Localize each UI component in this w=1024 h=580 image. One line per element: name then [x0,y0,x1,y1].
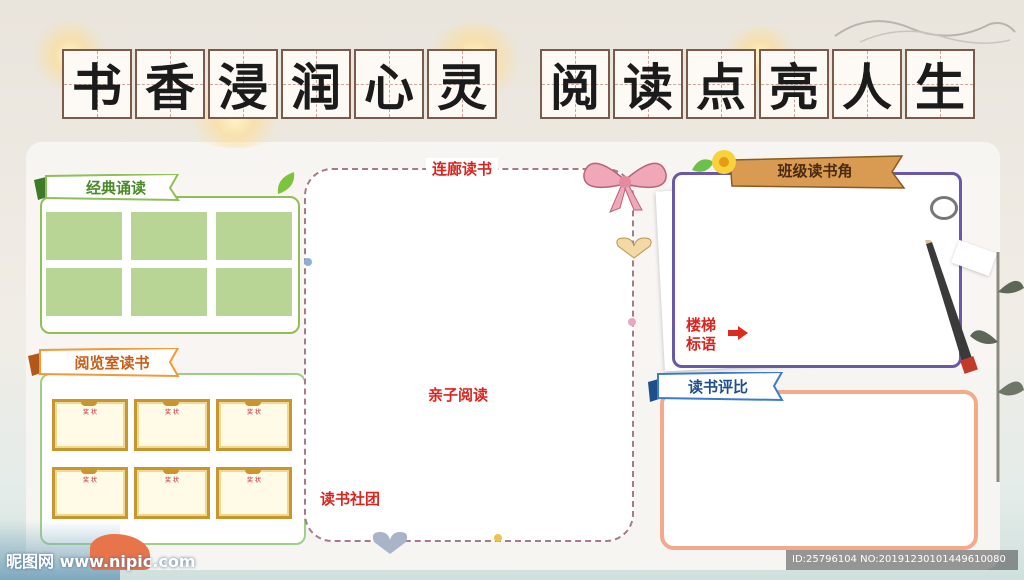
club-label: 读书社团 [320,490,381,508]
classic-label: 经典诵读 [85,178,146,197]
classic-ribbon [34,174,180,202]
dot-decoration [494,534,502,542]
certificate: 奖 状 [216,399,292,451]
certificate: 奖 状 [52,399,128,451]
class-corner-plank [729,155,906,189]
class-corner-panel [672,172,962,368]
reading-room-ribbon [28,348,180,378]
title-char: 阅 [540,49,610,119]
title-char: 润 [281,49,351,119]
arrow-right-icon [728,326,748,340]
id-text: ID:25796104 NO:20191230101449610080 [792,554,1006,565]
corridor-label: 连廊读书 [426,158,499,179]
watermark-text: 昵图网 www.nipic.com [6,552,196,571]
reading-room-label: 阅览室读书 [74,353,150,372]
photo-slot [46,268,122,316]
bow-icon [583,162,667,213]
pencil-icon [925,240,978,374]
photo-slot [131,268,207,316]
certificate: 奖 状 [134,467,210,519]
clip-icon [930,196,958,220]
review-ribbon [648,372,784,402]
photo-slot [131,212,207,260]
title-char: 香 [135,49,205,119]
heart-icon [372,532,408,554]
title-char: 人 [832,49,902,119]
title-char: 书 [62,49,132,119]
page-title: 书 香 浸 润 心 灵 阅 读 点 亮 人 生 [62,46,978,122]
heart-icon [616,237,652,259]
parent-child-label: 亲子阅读 [428,386,489,404]
title-char: 点 [686,49,756,119]
dot-decoration [628,318,636,326]
boat-decoration [90,534,150,570]
id-bar [786,550,1018,570]
cloud-swirl-icon [834,20,1016,44]
title-char: 读 [613,49,683,119]
title-char: 生 [905,49,975,119]
photo-slot [46,212,122,260]
certificate: 奖 状 [216,467,292,519]
photo-slot [216,268,292,316]
photo-slot [216,212,292,260]
corridor-reading-frame [304,168,634,542]
review-label: 读书评比 [687,377,748,396]
review-panel [660,390,978,550]
leaf-icon [277,172,295,194]
certificate: 奖 状 [134,399,210,451]
title-char: 心 [354,49,424,119]
stair-slogan-line1: 楼梯 [686,316,717,334]
dot-decoration [304,258,312,266]
title-char: 灵 [427,49,497,119]
bamboo-icon [970,252,1024,482]
classic-reading-panel [40,196,300,334]
flower-icon [692,150,736,174]
class-corner-label: 班级读书角 [777,161,853,180]
title-char: 亮 [759,49,829,119]
stair-slogan-line2: 标语 [686,335,717,353]
title-char: 浸 [208,49,278,119]
certificate: 奖 状 [52,467,128,519]
stair-slogan-label: 楼梯 标语 [686,316,716,354]
